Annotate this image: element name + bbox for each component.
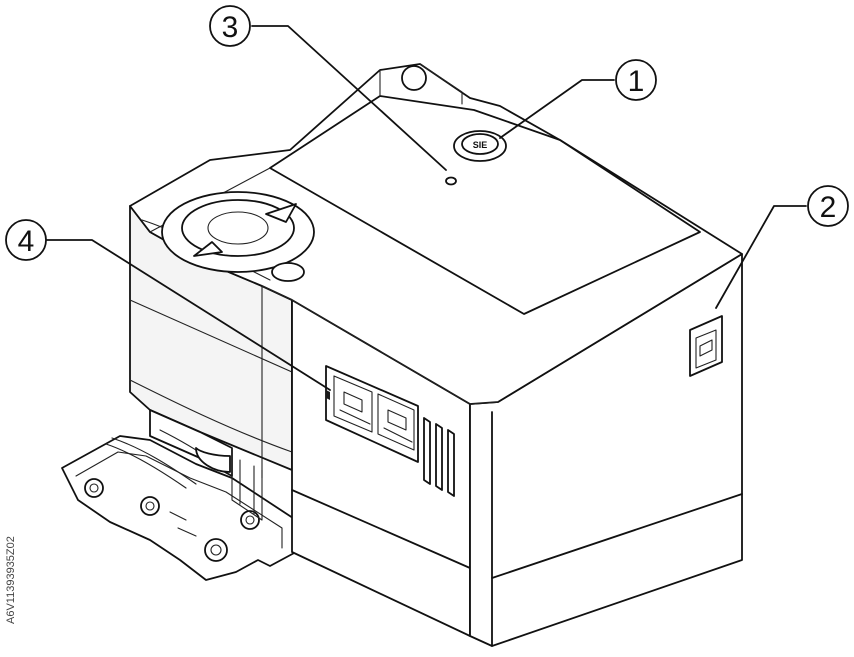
mounting-bracket: [61, 435, 297, 581]
callout-2: 2: [807, 185, 849, 227]
callout-1: 1: [615, 59, 657, 101]
rj45-ports: [325, 365, 419, 463]
callout-3-number: 3: [222, 11, 239, 44]
housing-top: [129, 63, 743, 405]
leader-lines: [45, 25, 807, 391]
side-port: [689, 315, 723, 377]
vent-slots: [423, 417, 455, 497]
leader-line-1: [499, 79, 615, 139]
callout-4-number: 4: [18, 225, 35, 258]
callout-2-number: 2: [820, 191, 837, 224]
callout-1-number: 1: [628, 65, 645, 98]
manual-override-knob: [161, 191, 315, 282]
push-button-glyph: SIE: [473, 140, 488, 150]
status-led: [445, 176, 457, 186]
push-button: SIE: [453, 130, 507, 162]
leader-line-3: [251, 25, 447, 171]
callout-4: 4: [5, 219, 47, 261]
leader-line-2: [715, 205, 807, 309]
document-id: A6V11393935Z02: [5, 536, 17, 624]
callout-3: 3: [209, 5, 251, 47]
leader-line-4: [45, 239, 331, 391]
